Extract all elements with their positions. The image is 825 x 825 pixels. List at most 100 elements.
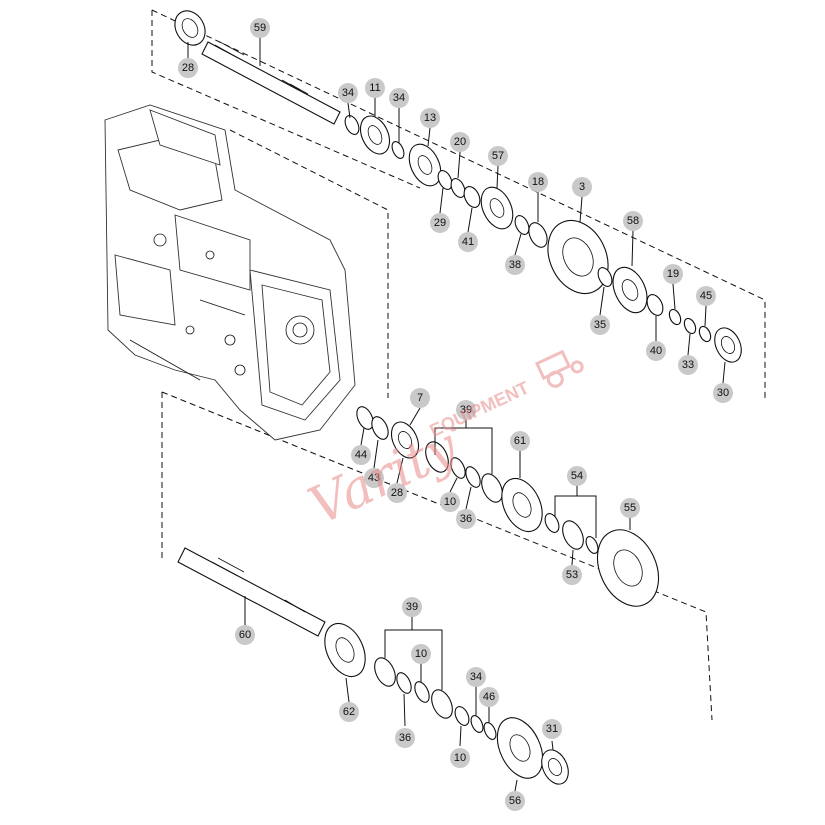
svg-text:34: 34	[470, 671, 482, 683]
callout-36-a: 36	[456, 509, 476, 529]
svg-text:28: 28	[391, 487, 403, 499]
ring-38	[514, 215, 530, 235]
svg-text:59: 59	[254, 22, 266, 34]
callout-58: 58	[623, 211, 643, 231]
callout-34-c: 34	[466, 667, 486, 687]
ring-46	[483, 722, 497, 740]
svg-text:31: 31	[546, 723, 558, 735]
bearing-28-middle	[390, 421, 420, 459]
callout-34-b: 34	[389, 88, 409, 108]
callout-13: 13	[420, 108, 440, 128]
ring-44	[356, 406, 374, 430]
callout-28-upper: 28	[178, 58, 198, 78]
gear-13	[408, 143, 442, 187]
ring-10c	[454, 706, 470, 726]
callout-29: 29	[430, 213, 450, 233]
shaft-59	[201, 41, 341, 125]
svg-text:33: 33	[682, 359, 694, 371]
bearing-39a	[425, 441, 449, 473]
svg-text:3: 3	[579, 181, 585, 193]
svg-text:36: 36	[460, 513, 472, 525]
callout-41: 41	[458, 232, 478, 252]
callouts: 28 59 34 11 34 13 20 57 18 3 29 41 38 58…	[178, 18, 733, 811]
callout-11: 11	[365, 78, 385, 98]
callout-19: 19	[663, 264, 683, 284]
callout-44: 44	[351, 445, 371, 465]
callout-39-b: 39	[402, 597, 422, 617]
callout-53: 53	[562, 565, 582, 585]
svg-text:57: 57	[492, 150, 504, 162]
svg-text:40: 40	[650, 345, 662, 357]
svg-text:39: 39	[406, 601, 418, 613]
watermark-subtext: EQUIPMENT	[427, 378, 532, 441]
ring-35	[597, 267, 613, 287]
svg-text:18: 18	[532, 176, 544, 188]
bearing-40	[646, 294, 664, 316]
gear-11	[359, 115, 391, 155]
svg-text:7: 7	[417, 392, 423, 404]
ring-36b	[396, 672, 412, 694]
bearing-41	[463, 186, 481, 208]
svg-text:43: 43	[368, 472, 380, 484]
svg-text:34: 34	[342, 87, 354, 99]
snap-ring-34a	[344, 115, 360, 135]
callout-10-c: 10	[450, 748, 470, 768]
gear-61	[501, 477, 543, 533]
callout-61: 61	[510, 431, 530, 451]
callout-3: 3	[572, 177, 592, 197]
svg-text:13: 13	[424, 112, 436, 124]
synchro-hub-3	[547, 220, 609, 294]
bearing-28-upper	[174, 10, 206, 46]
svg-text:46: 46	[483, 691, 495, 703]
svg-text:54: 54	[571, 470, 583, 482]
dashed-boundary-upper	[151, 9, 766, 400]
callout-62: 62	[339, 702, 359, 722]
callout-55: 55	[620, 498, 640, 518]
svg-text:58: 58	[627, 215, 639, 227]
svg-text:53: 53	[566, 569, 578, 581]
svg-text:10: 10	[444, 496, 456, 508]
bearing-31	[541, 749, 569, 785]
svg-text:39: 39	[460, 404, 472, 416]
dashed-boundary-lower	[161, 391, 713, 721]
svg-text:38: 38	[509, 259, 521, 271]
svg-text:41: 41	[462, 236, 474, 248]
callout-57: 57	[488, 146, 508, 166]
ring-10b	[414, 681, 430, 703]
callout-45: 45	[696, 286, 716, 306]
transmission-housing	[104, 104, 356, 441]
svg-text:56: 56	[509, 795, 521, 807]
svg-text:62: 62	[343, 706, 355, 718]
svg-text:34: 34	[393, 92, 405, 104]
ring-33	[683, 317, 697, 335]
middle-shaft-assembly	[356, 406, 660, 607]
ring-10a	[450, 457, 466, 479]
svg-text:10: 10	[454, 752, 466, 764]
leader-lines	[187, 38, 726, 792]
callout-46: 46	[479, 687, 499, 707]
callout-20: 20	[450, 132, 470, 152]
ring-29	[437, 170, 453, 190]
bearing-53	[562, 520, 584, 550]
snap-ring-34b	[391, 141, 405, 159]
bearing-39d	[431, 689, 453, 719]
shaft-60	[177, 547, 326, 637]
callout-35: 35	[590, 315, 610, 335]
callout-34-a: 34	[338, 83, 358, 103]
svg-text:44: 44	[355, 449, 367, 461]
callout-39-a: 39	[456, 400, 476, 420]
callout-10-a: 10	[440, 492, 460, 512]
callout-7: 7	[410, 388, 430, 408]
svg-text:36: 36	[399, 732, 411, 744]
ring-54b	[585, 536, 599, 554]
svg-text:20: 20	[454, 136, 466, 148]
svg-text:19: 19	[667, 268, 679, 280]
washer-20	[450, 178, 466, 198]
upper-shaft-assembly	[174, 10, 742, 363]
callout-60: 60	[235, 625, 255, 645]
callout-28-middle: 28	[387, 483, 407, 503]
svg-text:10: 10	[415, 648, 427, 660]
svg-text:11: 11	[369, 82, 380, 94]
svg-text:35: 35	[594, 319, 606, 331]
